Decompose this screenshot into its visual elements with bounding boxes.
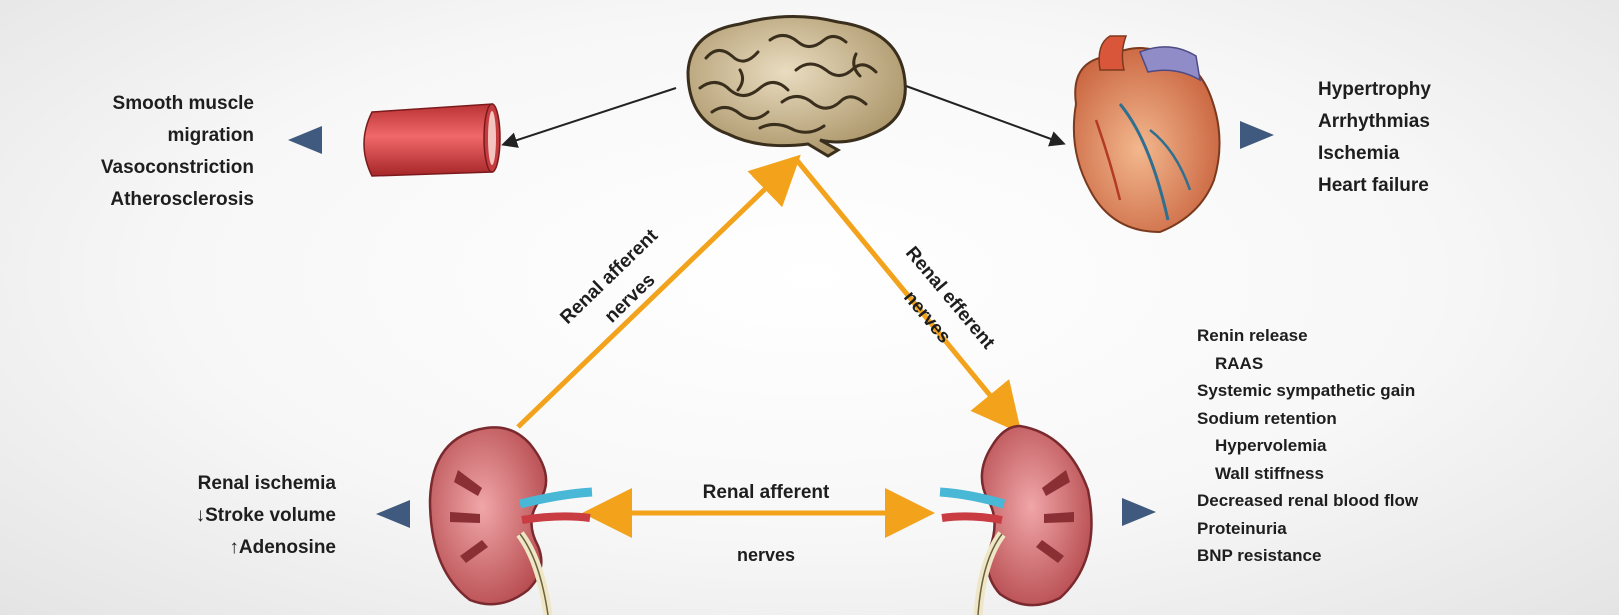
heart-effects-list: Hypertrophy Arrhythmias Ischemia Heart f… <box>1318 74 1431 202</box>
left-kidney-effect-item: ↓Stroke volume <box>60 500 336 532</box>
right-kidney-effect-item: Decreased renal blood flow <box>1197 487 1418 515</box>
blood-vessel-icon <box>364 104 500 176</box>
right-kidney-icon <box>940 426 1092 615</box>
right-kidney-effect-item: RAAS <box>1197 350 1418 378</box>
brain-icon <box>688 16 905 156</box>
right-kidney-effect-item: Wall stiffness <box>1197 460 1418 488</box>
brain-to-vessel-arrow <box>505 88 676 144</box>
left-kidney-effect-item: Renal ischemia <box>60 468 336 500</box>
right-kidney-effect-item: Hypervolemia <box>1197 432 1418 460</box>
right-kidney-effect-item: BNP resistance <box>1197 542 1418 570</box>
left-kidney-icon <box>430 427 592 615</box>
brain-to-heart-arrow <box>906 86 1062 143</box>
vessel-effect-item: migration <box>0 120 254 152</box>
vessel-effect-item: Atherosclerosis <box>0 184 254 216</box>
vessel-effects-list: Smooth muscle migration Vasoconstriction… <box>0 88 254 216</box>
right-kidney-effect-item: Systemic sympathetic gain <box>1197 377 1418 405</box>
vessel-pointer-icon <box>288 126 322 154</box>
heart-pointer-icon <box>1240 121 1274 149</box>
horizontal-nerve-label-top: Renal afferent <box>656 478 876 508</box>
vessel-effect-item: Vasoconstriction <box>0 152 254 184</box>
horizontal-nerve-label-bottom: nerves <box>656 540 876 570</box>
heart-effect-item: Heart failure <box>1318 170 1431 202</box>
heart-effect-item: Arrhythmias <box>1318 106 1431 138</box>
right-kidney-effects-list: Renin release RAAS Systemic sympathetic … <box>1197 322 1418 570</box>
heart-icon <box>1074 36 1220 232</box>
left-kidney-pointer-icon <box>376 500 410 528</box>
right-kidney-pointer-icon <box>1122 498 1156 526</box>
left-kidney-effects-list: Renal ischemia ↓Stroke volume ↑Adenosine <box>60 468 336 564</box>
right-kidney-effect-item: Sodium retention <box>1197 405 1418 433</box>
heart-effect-item: Hypertrophy <box>1318 74 1431 106</box>
left-kidney-effect-item: ↑Adenosine <box>60 532 336 564</box>
vessel-effect-item: Smooth muscle <box>0 88 254 120</box>
right-kidney-effect-item: Renin release <box>1197 322 1418 350</box>
heart-effect-item: Ischemia <box>1318 138 1431 170</box>
right-kidney-effect-item: Proteinuria <box>1197 515 1418 543</box>
